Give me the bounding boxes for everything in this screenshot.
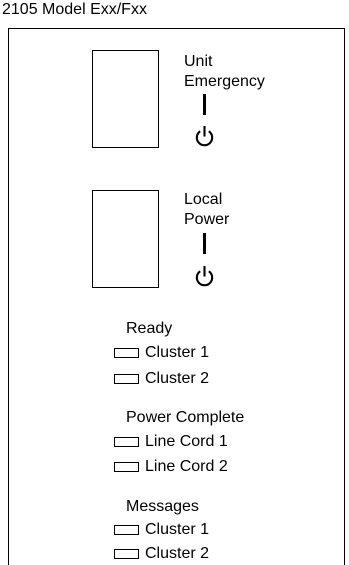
- led-indicator: [114, 437, 139, 447]
- led-indicator: [114, 348, 139, 358]
- unit-emergency-switch[interactable]: [92, 50, 159, 148]
- unit-emergency-indicator-line: [203, 94, 206, 115]
- led-indicator: [114, 525, 139, 535]
- indicator-label: Line Cord 1: [145, 433, 228, 450]
- indicator-row: Cluster 2: [114, 370, 209, 388]
- unit-emergency-label-line-2: Emergency: [184, 73, 265, 90]
- indicator-row: Line Cord 2: [114, 458, 228, 476]
- power-complete-heading: Power Complete: [126, 409, 245, 426]
- indicator-row: Cluster 1: [114, 521, 209, 539]
- ready-heading: Ready: [126, 320, 173, 337]
- led-indicator: [114, 374, 139, 384]
- power-icon: [195, 125, 214, 147]
- led-indicator: [114, 462, 139, 472]
- indicator-row: Line Cord 1: [114, 433, 228, 451]
- indicator-label: Cluster 1: [145, 344, 210, 361]
- local-power-switch[interactable]: [92, 190, 159, 288]
- power-icon: [195, 265, 214, 287]
- model-label: 2105 Model Exx/Fxx: [2, 1, 147, 18]
- indicator-label: Cluster 1: [145, 521, 210, 538]
- indicator-row: Cluster 1: [114, 344, 209, 362]
- indicator-label: Line Cord 2: [145, 458, 228, 475]
- led-indicator: [114, 549, 139, 559]
- indicator-label: Cluster 2: [145, 545, 210, 562]
- indicator-label: Cluster 2: [145, 370, 210, 387]
- local-power-label-line-1: Local: [184, 191, 223, 208]
- panel-frame: [8, 28, 345, 565]
- local-power-label-line-2: Power: [184, 211, 230, 228]
- indicator-row: Cluster 2: [114, 545, 209, 563]
- unit-emergency-label-line-1: Unit: [184, 53, 213, 70]
- local-power-indicator-line: [203, 233, 206, 254]
- messages-heading: Messages: [126, 498, 199, 515]
